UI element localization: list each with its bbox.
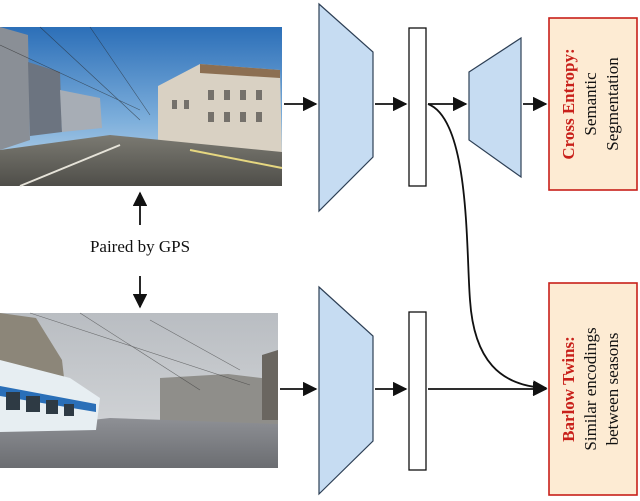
sunny-city-street-photo — [0, 26, 283, 187]
encoder-top — [318, 2, 374, 213]
encoder-bottom — [318, 285, 374, 496]
arrow-embedding-to-barlow-loss — [427, 103, 548, 395]
embedding-top — [408, 27, 427, 187]
pairing-label: Paired by GPS — [90, 237, 190, 256]
snowy-tram-street-photo — [0, 312, 278, 468]
barlow-twins-line1: Similar encodings — [581, 327, 600, 450]
cross-entropy-line2: Segmentation — [603, 57, 622, 151]
decoder — [468, 36, 522, 179]
cross-entropy-line1: Semantic — [581, 72, 600, 136]
embedding-bottom — [408, 311, 427, 471]
cross-entropy-title: Cross Entropy: — [559, 48, 578, 159]
barlow-twins-line2: between seasons — [603, 333, 622, 446]
barlow-twins-loss-box: Barlow Twins: Similar encodings between … — [548, 282, 638, 496]
barlow-twins-title: Barlow Twins: — [559, 336, 578, 442]
cross-entropy-loss-box: Cross Entropy: Semantic Segmentation — [548, 17, 638, 191]
